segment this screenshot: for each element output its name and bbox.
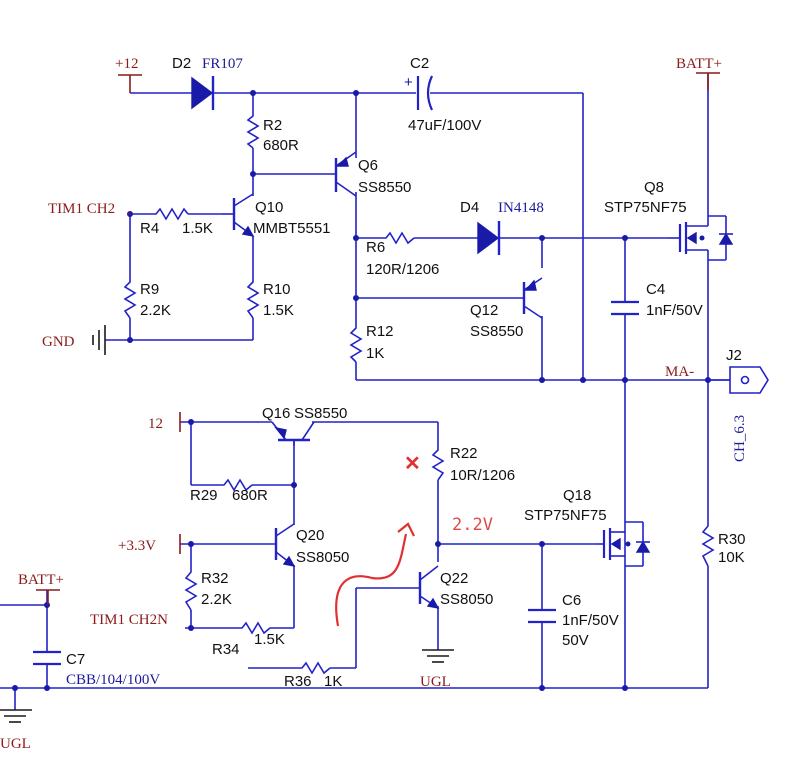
q10-val: MMBT5551 — [253, 220, 331, 237]
r12-ref: R12 — [366, 323, 394, 340]
q20-val: SS8050 — [296, 549, 349, 566]
net-label-tim1-ch2n: TIM1 CH2N — [90, 612, 168, 628]
diode-d2 — [191, 76, 215, 110]
capacitor-c6 — [528, 608, 556, 624]
power-label-ugl-mid: UGL — [420, 674, 451, 690]
r34-ref: R34 — [212, 641, 240, 658]
power-label-3v3: +3.3V — [118, 538, 156, 554]
r36-ref: R36 — [284, 673, 312, 690]
transistor-q22 — [418, 565, 440, 609]
r10-val: 1.5K — [263, 302, 294, 319]
q8-val: STP75NF75 — [604, 199, 687, 216]
junctions — [12, 90, 711, 691]
q20-ref: Q20 — [296, 527, 324, 544]
power-ports — [36, 72, 720, 605]
r9-val: 2.2K — [140, 302, 171, 319]
connector-j2 — [708, 366, 769, 394]
r30-val: 10K — [718, 549, 745, 566]
net-label-tim1-ch2: TIM1 CH2 — [48, 201, 115, 217]
r22-val: 10R/1206 — [450, 467, 515, 484]
q6-ref: Q6 — [358, 157, 378, 174]
transistor-q20 — [274, 523, 296, 567]
d2-val: FR107 — [202, 56, 243, 72]
power-label-12v: +12 — [115, 56, 138, 72]
r6-ref: R6 — [366, 239, 385, 256]
power-label-ugl-left: UGL — [0, 736, 31, 752]
r22-ref: R22 — [450, 445, 478, 462]
c2-ref: C2 — [410, 55, 429, 72]
r10-ref: R10 — [263, 281, 291, 298]
q8-ref: Q8 — [644, 179, 664, 196]
q22-val: SS8050 — [440, 591, 493, 608]
transistor-q10 — [222, 193, 255, 237]
j2-ref: J2 — [726, 347, 742, 364]
q10-ref: Q10 — [255, 199, 283, 216]
r12-val: 1K — [366, 345, 384, 362]
power-label-batt-left: BATT+ — [18, 572, 64, 588]
q16-val: SS8550 — [294, 405, 347, 422]
c2-polarity: + — [404, 74, 413, 91]
r2-ref: R2 — [263, 117, 282, 134]
q6-val: SS8550 — [358, 179, 411, 196]
r30-ref: R30 — [718, 531, 746, 548]
d2-ref: D2 — [172, 55, 191, 72]
r36-val: 1K — [324, 673, 342, 690]
q12-val: SS8550 — [470, 323, 523, 340]
c6-val2: 50V — [562, 632, 589, 649]
ugl-ground-left — [0, 709, 32, 723]
gnd-symbol — [92, 325, 106, 355]
r29-ref: R29 — [190, 487, 218, 504]
q12-ref: Q12 — [470, 302, 498, 319]
d4-ref: D4 — [460, 199, 479, 216]
q18-val: STP75NF75 — [524, 507, 607, 524]
power-label-gnd: GND — [42, 334, 75, 350]
q18-ref: Q18 — [563, 487, 591, 504]
transistor-q16 — [271, 421, 315, 446]
r4-ref: R4 — [140, 220, 159, 237]
r2-val: 680R — [263, 137, 299, 154]
power-label-12: 12 — [148, 416, 163, 432]
d4-val: IN4148 — [498, 200, 544, 216]
power-label-batt-top: BATT+ — [676, 56, 722, 72]
c2-val: 47uF/100V — [408, 117, 481, 134]
r34-val: 1.5K — [254, 631, 285, 648]
mosfet-q18 — [598, 521, 651, 567]
diode-d4 — [477, 221, 501, 255]
r29-val: 680R — [232, 487, 268, 504]
annotation-voltage: 2.2V — [452, 515, 493, 535]
transistor-q12 — [522, 277, 543, 319]
r32-val: 2.2K — [201, 591, 232, 608]
net-label-ma: MA- — [665, 364, 694, 380]
r4-val: 1.5K — [182, 220, 213, 237]
q16-ref: Q16 — [262, 405, 290, 422]
r9-ref: R9 — [140, 281, 159, 298]
annotation-arrow — [335, 522, 415, 627]
capacitor-c2 — [416, 75, 434, 111]
r32-ref: R32 — [201, 570, 229, 587]
c6-val: 1nF/50V — [562, 612, 619, 629]
r6-val: 120R/1206 — [366, 261, 439, 278]
c7-val: CBB/104/100V — [66, 672, 160, 688]
c4-ref: C4 — [646, 281, 665, 298]
c7-ref: C7 — [66, 651, 85, 668]
annotation-cross: ✕ — [404, 453, 421, 475]
q22-ref: Q22 — [440, 570, 468, 587]
c4-val: 1nF/50V — [646, 302, 703, 319]
mosfet-q8 — [668, 215, 734, 261]
resistors — [123, 112, 715, 675]
capacitor-c7 — [33, 650, 61, 666]
c6-ref: C6 — [562, 592, 581, 609]
capacitor-c4 — [611, 300, 639, 316]
transistor-q6 — [318, 151, 357, 197]
ugl-ground-mid — [422, 649, 454, 663]
j2-val: CH_6.3 — [732, 415, 748, 462]
